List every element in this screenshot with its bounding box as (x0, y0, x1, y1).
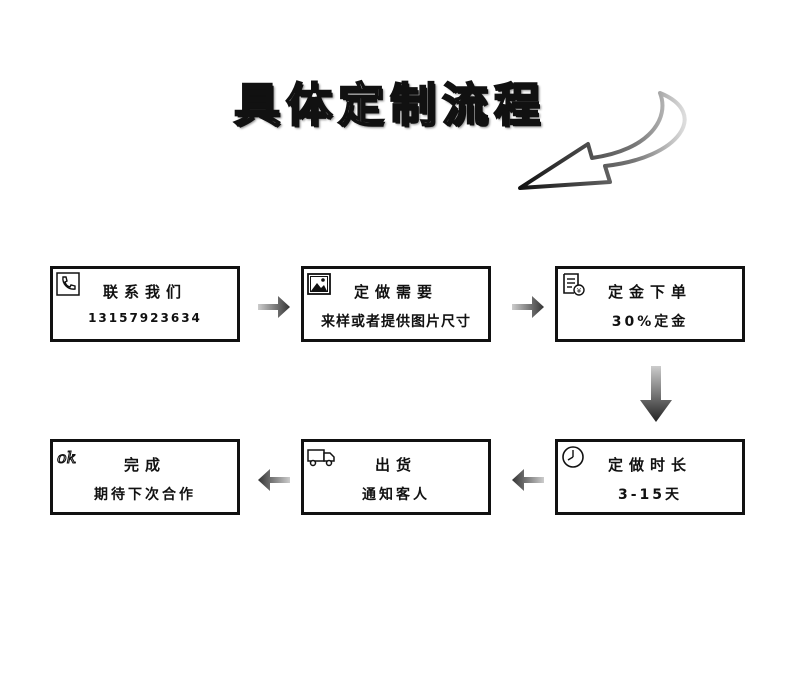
arrow-right-icon (258, 296, 290, 318)
arrow-left-icon (512, 469, 544, 491)
phone-number: 13157923634 (88, 311, 202, 325)
phone-icon (56, 272, 80, 296)
ok-icon: ok (56, 447, 76, 467)
step-title: 定做需要 (353, 283, 438, 301)
step-production-time: 定做时长 3-15天 (555, 439, 745, 515)
step-title: 定金下单 (607, 283, 692, 301)
arrow-left-icon (258, 469, 290, 491)
page-title: 具体定制流程 (233, 77, 546, 133)
step-requirements: 定做需要 来样或者提供图片尺寸 (301, 266, 491, 342)
step-title: 联系我们 (102, 283, 187, 301)
step-complete: ok 完成 期待下次合作 (50, 439, 240, 515)
truck-icon (307, 449, 335, 467)
step-contact: 联系我们 13157923634 (50, 266, 240, 342)
arrow-right-icon (512, 296, 544, 318)
step-detail: 来样或者提供图片尺寸 (321, 314, 471, 330)
step-detail: 通知客人 (362, 487, 430, 503)
clock-icon (562, 446, 584, 468)
step-detail: 30%定金 (611, 314, 689, 330)
image-icon (307, 273, 331, 295)
svg-text:¥: ¥ (577, 287, 582, 295)
swoosh-arrow-icon (518, 91, 687, 190)
invoice-icon: ¥ (563, 273, 585, 296)
step-detail: 3-15天 (617, 487, 683, 503)
step-shipping: 出货 通知客人 (301, 439, 491, 515)
step-detail: 期待下次合作 (94, 487, 196, 503)
step-title: 定做时长 (607, 456, 692, 474)
step-title: 完成 (123, 456, 166, 474)
arrow-down-icon (640, 366, 672, 422)
step-deposit: ¥ 定金下单 30%定金 (555, 266, 745, 342)
step-title: 出货 (374, 456, 417, 474)
svg-text:ok: ok (57, 448, 76, 467)
